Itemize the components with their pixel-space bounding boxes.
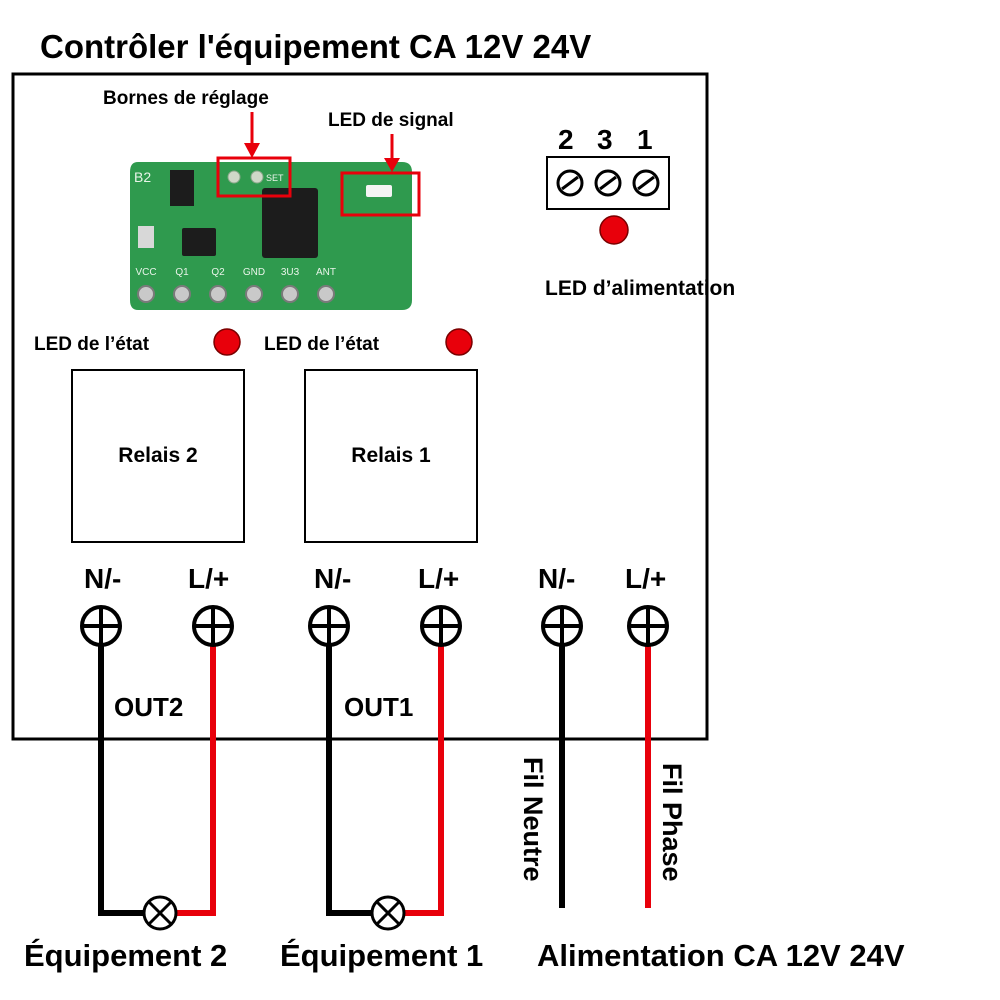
relay-2-label: Relais 2 [118, 444, 198, 467]
out1-neutral-terminal-label: N/- [314, 563, 352, 594]
out1-phase-wire [404, 645, 444, 916]
power-terminal-block [546, 156, 670, 210]
pcb-pin-marks: VCC Q1 Q2 GND 3U3 ANT [135, 267, 336, 278]
lamp-icon-equipment-2 [142, 895, 178, 931]
status-led-label-relay-2: LED de l’état [34, 334, 150, 355]
out2-phase-wire [176, 645, 216, 916]
pcb-setting-pad-1 [227, 170, 241, 184]
out1-phase-terminal-label: L/+ [418, 563, 460, 594]
power-led [599, 215, 629, 245]
diagram-title: Contrôler l'équipement CA 12V 24V [40, 28, 592, 65]
terminal-screw-1 [632, 169, 660, 197]
pcb-capacitor [138, 226, 154, 248]
status-led-label-relay-1: LED de l’état [264, 334, 380, 355]
out2-neutral-wire [98, 645, 144, 916]
pcb-chip [262, 188, 318, 258]
receiver-module: B2 SET VCC Q1 Q2 GND 3U3 ANT [130, 156, 421, 310]
terminal-supply-phase [627, 605, 669, 647]
pcb-pin-mark-q2: Q2 [211, 267, 225, 278]
relay-1-label: Relais 1 [351, 444, 431, 467]
pcb-transistor [182, 228, 216, 256]
out1-neutral-wire [326, 645, 372, 916]
equipment-2-label: Équipement 2 [24, 938, 228, 973]
status-led-relay-2 [213, 328, 241, 356]
equipment-1-label: Équipement 1 [280, 938, 484, 973]
pcb-pin-mark-vcc: VCC [135, 267, 156, 278]
relay-1: Relais 1 [304, 369, 478, 543]
out2-neutral-terminal-label: N/- [84, 563, 122, 594]
lamp-icon-equipment-1 [370, 895, 406, 931]
pcb-signal-led [366, 185, 392, 197]
neutral-wire-label: Fil Neutre [518, 757, 548, 882]
settings-terminals-highlight [216, 156, 292, 198]
signal-led-highlight [340, 171, 421, 217]
status-led-relay-1 [445, 328, 473, 356]
settings-terminals-label: Bornes de réglage [103, 88, 269, 109]
terminal-number-2: 2 [558, 124, 574, 155]
terminal-out2-phase [192, 605, 234, 647]
pcb-model-mark: B2 [134, 169, 151, 185]
terminal-number-3: 3 [597, 124, 613, 155]
out2-label: OUT2 [114, 692, 184, 722]
pcb-set-mark: SET [266, 173, 284, 183]
terminal-out1-neutral [308, 605, 350, 647]
signal-led-label: LED de signal [328, 110, 454, 131]
terminal-out2-neutral [80, 605, 122, 647]
terminal-screw-2 [556, 169, 584, 197]
terminal-supply-neutral [541, 605, 583, 647]
pcb-pin-mark-3u3: 3U3 [281, 267, 300, 278]
phase-wire-label: Fil Phase [657, 763, 687, 882]
pcb-pin-mark-gnd: GND [243, 267, 265, 278]
pcb-pin-mark-ant: ANT [316, 267, 336, 278]
out1-label: OUT1 [344, 692, 414, 722]
pcb-setting-pad-2 [250, 170, 264, 184]
output-terminals [80, 605, 669, 647]
pcb-component [170, 170, 194, 206]
callout-arrows [244, 112, 400, 172]
power-supply-label: Alimentation CA 12V 24V [537, 938, 905, 973]
supply-phase-terminal-label: L/+ [625, 563, 667, 594]
relay-2: Relais 2 [71, 369, 245, 543]
wires [98, 645, 651, 916]
terminal-screw-3 [594, 169, 622, 197]
power-led-label: LED d’alimentation [545, 277, 736, 300]
supply-neutral-terminal-label: N/- [538, 563, 576, 594]
pcb-pin-row [137, 285, 335, 303]
terminal-number-1: 1 [637, 124, 653, 155]
terminal-out1-phase [420, 605, 462, 647]
pcb-pin-mark-q1: Q1 [175, 267, 189, 278]
out2-phase-terminal-label: L/+ [188, 563, 230, 594]
